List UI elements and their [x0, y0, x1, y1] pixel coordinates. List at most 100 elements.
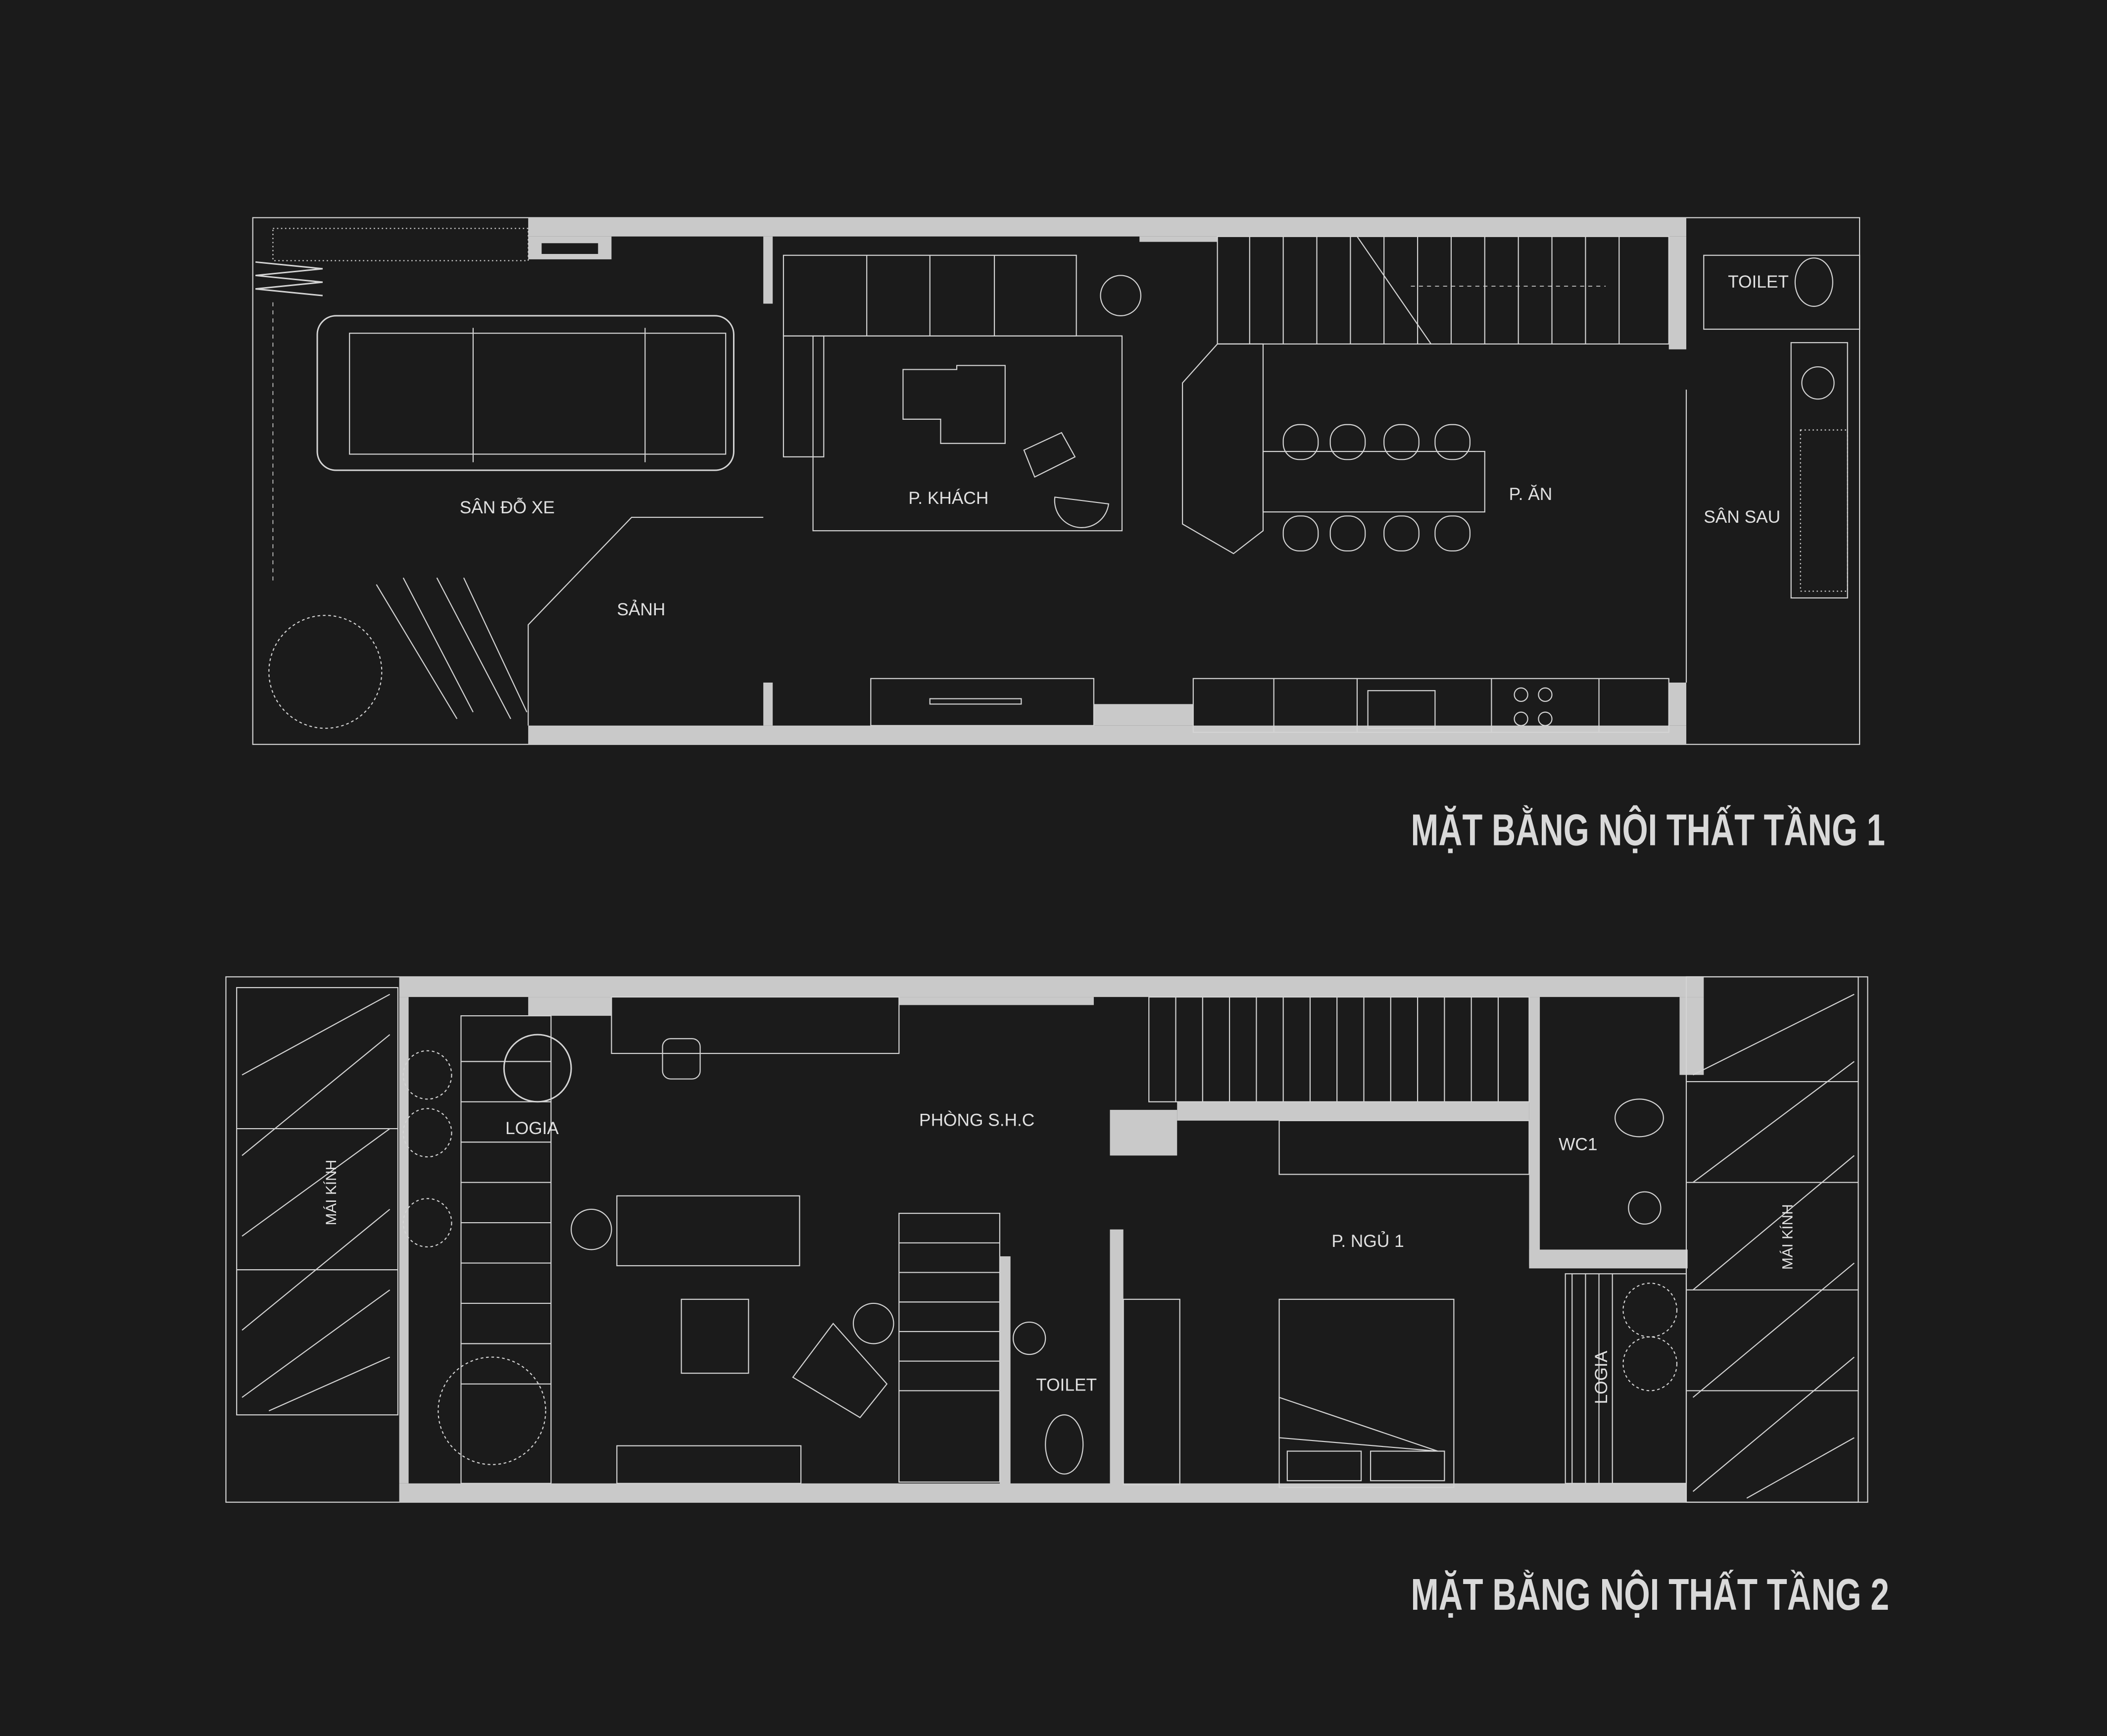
coffee-table: [902, 365, 1006, 444]
plan-line: [763, 236, 773, 304]
plan-line: [1679, 997, 1704, 1075]
label-family-room: PHÒNG S.H.C: [919, 1111, 1034, 1130]
plan-line: [461, 1061, 551, 1385]
cabinet: [1123, 1298, 1180, 1486]
tree: [268, 615, 383, 729]
tree: [402, 1198, 452, 1248]
plan-line: [1282, 424, 1319, 460]
pillow: [1286, 1450, 1362, 1482]
plan-line: [1177, 1101, 1529, 1121]
plan-line: [1434, 424, 1471, 460]
walls: [528, 217, 1686, 744]
label-wc1: WC1: [1559, 1135, 1597, 1154]
plan-line: [999, 1256, 1011, 1485]
label-lobby: SẢNH: [617, 599, 665, 619]
plan-line: [1383, 515, 1420, 551]
kitchen-counter: [870, 678, 1669, 733]
plan-line: [528, 217, 1686, 237]
plan-line: [899, 997, 1094, 1005]
plan-line: [1668, 236, 1686, 349]
motorbikes: [376, 577, 528, 719]
tree: [438, 1356, 546, 1465]
staircase-lower: [898, 1213, 1001, 1483]
coffee-table: [681, 1298, 749, 1374]
plan-line: [376, 577, 528, 719]
plan-line: [898, 1213, 1001, 1483]
label-logia-left: LOGIA: [505, 1119, 559, 1138]
toilet-bowl: [1615, 1098, 1664, 1138]
plan-line: [1249, 236, 1620, 344]
plan-line: [1685, 976, 1859, 1503]
plan-line: [236, 987, 398, 1416]
logia-left-decking: [402, 1015, 572, 1484]
plan-line: [1217, 236, 1669, 345]
sink: [1367, 690, 1436, 729]
floor-2-title: MẶT BẰNG NỘI THẤT TẦNG 2: [1411, 1570, 1889, 1619]
plan-line: [1434, 515, 1471, 551]
plan-line: [870, 678, 1095, 726]
plan-line: [1110, 1229, 1124, 1485]
label-living: P. KHÁCH: [908, 489, 988, 508]
plan-line: [242, 993, 391, 1412]
plan-line: [1692, 993, 1855, 1499]
rug: [812, 335, 1123, 532]
plan-line: [1282, 515, 1319, 551]
plan-line: [763, 682, 773, 726]
plan-line: [528, 725, 1686, 744]
sofa: [616, 1195, 800, 1267]
tree: [1622, 1336, 1678, 1391]
plan-line: [237, 1128, 398, 1271]
tree: [1622, 1283, 1678, 1338]
plan-line: [1329, 424, 1366, 460]
plan-line: [1192, 678, 1669, 733]
plan-line: [1175, 997, 1499, 1102]
plan-line: [460, 1015, 552, 1484]
plan-line: [1514, 687, 1528, 702]
plan-line: [899, 1242, 1000, 1391]
armchair: [1023, 432, 1110, 528]
plan-line: [1668, 682, 1686, 726]
bed: [1278, 1298, 1455, 1488]
planter: [272, 228, 529, 261]
lobby-boundary: [528, 516, 764, 726]
plan-line: [1093, 704, 1193, 726]
backyard-planter: [1790, 342, 1848, 598]
floor-1-title: MẶT BẰNG NỘI THẤT TẦNG 1: [1411, 805, 1885, 854]
washbasin: [1628, 1191, 1662, 1225]
plan-line: [1529, 997, 1540, 1266]
tree: [402, 1050, 452, 1100]
label-glass-roof-left: MÁI KÍNH: [323, 1160, 340, 1226]
chair: [662, 1038, 701, 1080]
label-logia-right: LOGIA: [1592, 1350, 1611, 1404]
label-toilet: TOILET: [1036, 1375, 1097, 1394]
tree: [402, 1108, 452, 1158]
wardrobe: [1278, 1120, 1530, 1175]
car: [316, 315, 735, 471]
plan-line: [1273, 678, 1600, 733]
gate-icon: [255, 261, 323, 297]
label-backyard: SÂN SAU: [1704, 507, 1780, 527]
plan-line: [1357, 236, 1432, 345]
plan-line: [541, 243, 598, 254]
plan-line: [1148, 996, 1530, 1102]
plan-line: [1565, 1273, 1687, 1484]
plan-line: [1329, 515, 1366, 551]
washbasin: [1801, 366, 1835, 400]
toilet-area: [1703, 254, 1861, 330]
plan-line: [1383, 424, 1420, 460]
washbasin: [1012, 1321, 1046, 1355]
desk: [611, 996, 900, 1054]
toilet-bowl: [1045, 1414, 1084, 1475]
tv: [929, 698, 1022, 705]
pillow: [1370, 1450, 1445, 1482]
dining-table: [1262, 424, 1485, 551]
plan-line: [349, 333, 727, 455]
toilet-bowl: [1794, 257, 1833, 307]
label-dining: P. ĂN: [1509, 485, 1553, 504]
plan-line: [1538, 711, 1553, 726]
plan-line: [528, 997, 612, 1016]
plan-line: [1514, 711, 1528, 726]
glass-roof-left: [236, 987, 398, 1416]
